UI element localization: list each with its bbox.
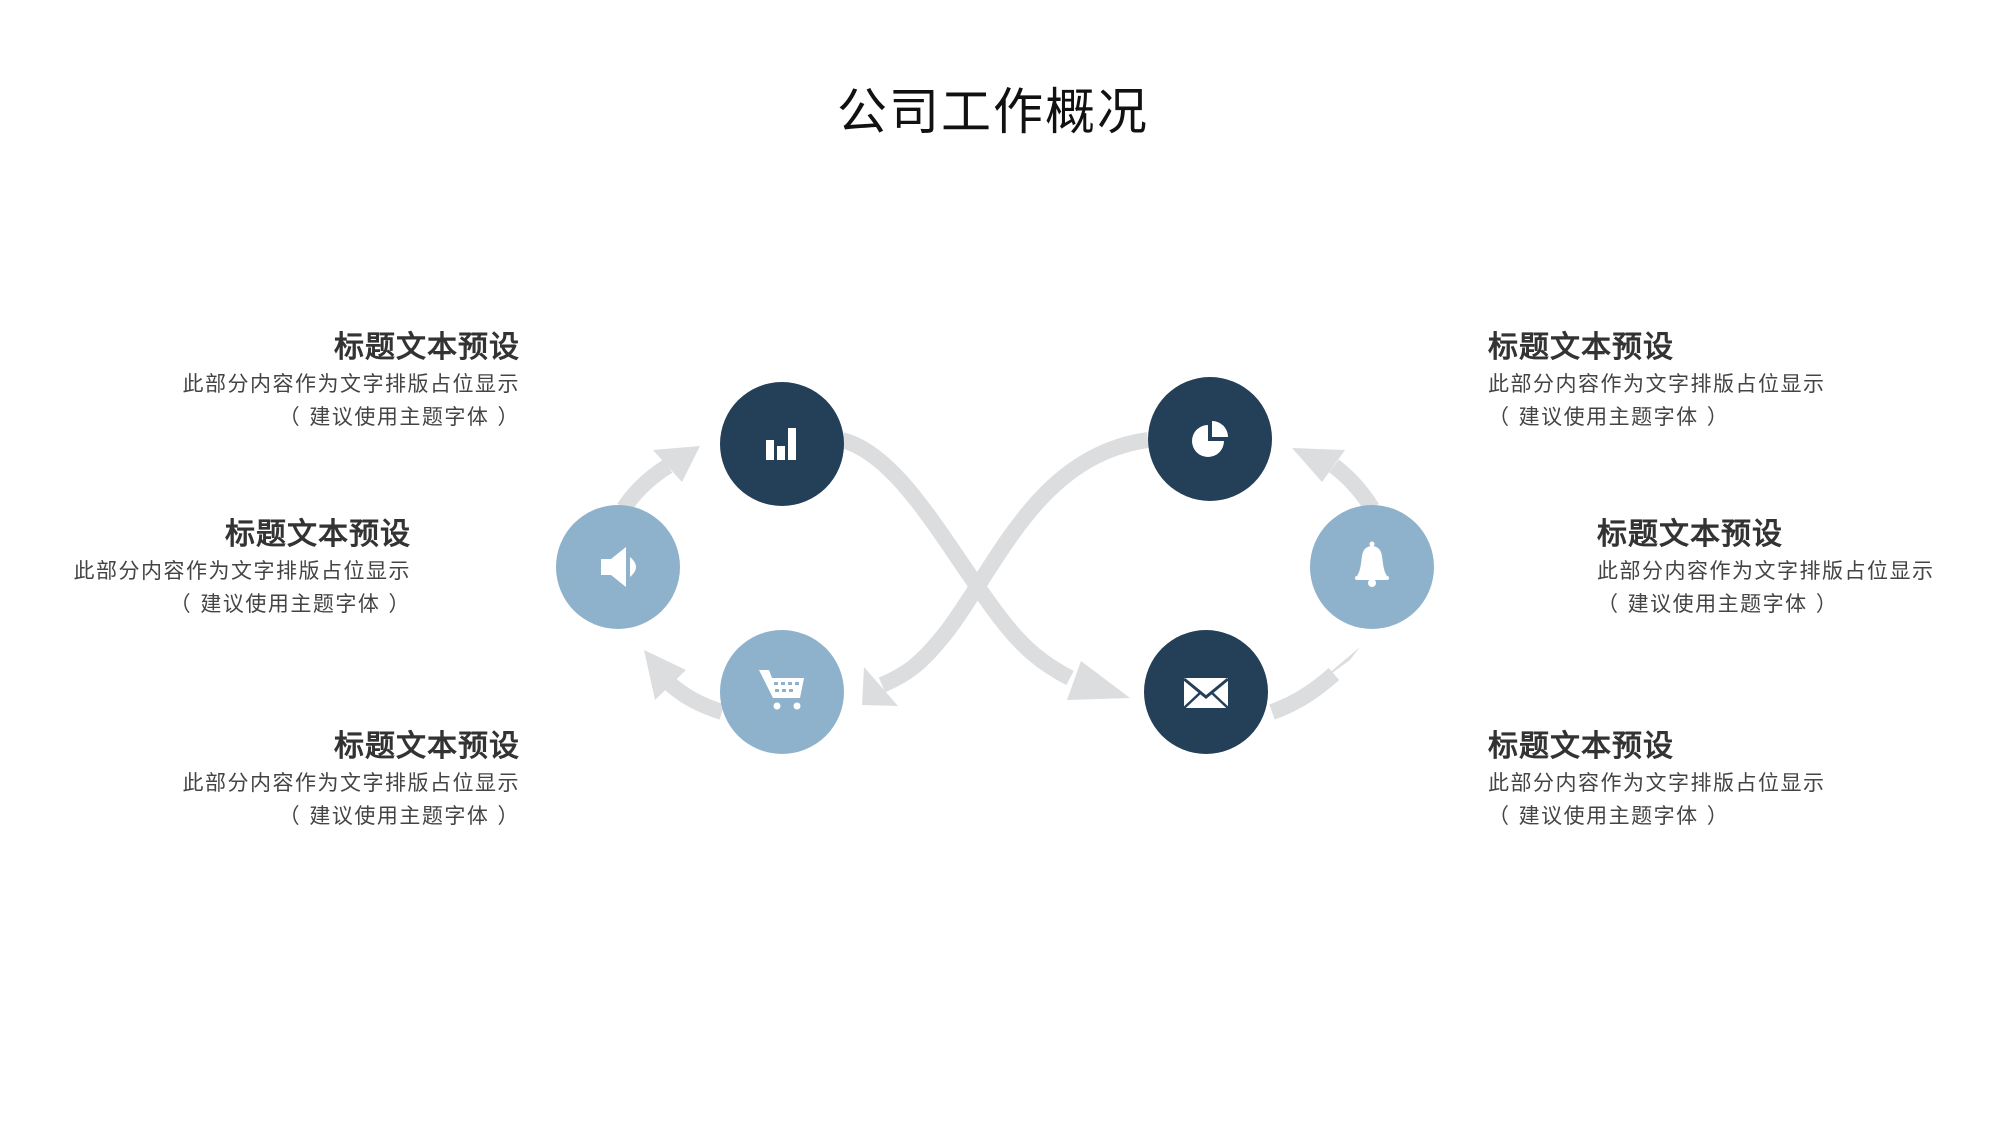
block-heading: 标题文本预设: [1488, 729, 1674, 764]
block-heading: 标题文本预设: [334, 330, 520, 365]
block-body-line: 此部分内容作为文字排版占位显示: [182, 372, 520, 396]
page-title: 公司工作概况: [837, 83, 1149, 141]
text-block-right-middle: 标题文本预设 此部分内容作为文字排版占位显示 （ 建议使用主题字体 ）: [1597, 515, 2000, 621]
arrowhead-cart: [862, 667, 898, 706]
arrowhead-chart: [653, 446, 700, 482]
block-body-line: 此部分内容作为文字排版占位显示: [182, 771, 520, 795]
block-body-line: 此部分内容作为文字排版占位显示: [73, 559, 411, 583]
bar-chart-icon: [766, 428, 796, 460]
block-body-line: （ 建议使用主题字体 ）: [1597, 592, 1839, 616]
text-block-left-top: 标题文本预设 此部分内容作为文字排版占位显示 （ 建议使用主题字体 ）: [0, 328, 520, 434]
block-body-line: （ 建议使用主题字体 ）: [1488, 804, 1730, 828]
arrowhead-mail: [1067, 661, 1130, 700]
node-mail: [1144, 630, 1268, 754]
arrow-bell-to-pie: [1329, 459, 1379, 513]
arrowhead-pie: [1292, 448, 1345, 482]
block-body-line: （ 建议使用主题字体 ）: [169, 592, 411, 616]
block-body-line: （ 建议使用主题字体 ）: [278, 804, 520, 828]
node-bell: [1310, 505, 1434, 629]
arrowhead-bell: [1314, 647, 1360, 686]
arrow-pie-to-cart: [878, 432, 1150, 693]
arrow-cart-to-speaker: [662, 676, 725, 720]
arrow-mail-to-bell: [1269, 667, 1340, 720]
text-block-left-middle: 标题文本预设 此部分内容作为文字排版占位显示 （ 建议使用主题字体 ）: [0, 515, 411, 621]
speaker-icon: [601, 547, 636, 587]
block-heading: 标题文本预设: [1597, 517, 1783, 552]
block-heading: 标题文本预设: [1488, 330, 1674, 365]
node-speaker: [556, 505, 680, 629]
text-block-left-bottom: 标题文本预设 此部分内容作为文字排版占位显示 （ 建议使用主题字体 ）: [0, 727, 520, 833]
arrow-chart-to-mail: [839, 432, 1074, 686]
node-chart: [720, 382, 844, 506]
block-heading: 标题文本预设: [334, 729, 520, 764]
block-body-line: 此部分内容作为文字排版占位显示: [1488, 372, 1826, 396]
bell-icon: [1355, 541, 1389, 587]
text-block-right-top: 标题文本预设 此部分内容作为文字排版占位显示 （ 建议使用主题字体 ）: [1488, 328, 2000, 434]
pie-chart-icon: [1192, 421, 1228, 457]
block-heading: 标题文本预设: [225, 517, 411, 552]
text-block-right-bottom: 标题文本预设 此部分内容作为文字排版占位显示 （ 建议使用主题字体 ）: [1488, 727, 2000, 833]
block-body-line: 此部分内容作为文字排版占位显示: [1488, 771, 1826, 795]
arrow-speaker-to-chart: [617, 459, 673, 513]
arrowhead-speaker: [644, 650, 686, 700]
node-cart: [720, 630, 844, 754]
node-pie: [1148, 377, 1272, 501]
block-body-line: （ 建议使用主题字体 ）: [1488, 405, 1730, 429]
envelope-icon: [1183, 677, 1229, 709]
block-body-line: 此部分内容作为文字排版占位显示: [1597, 559, 1935, 583]
block-body-line: （ 建议使用主题字体 ）: [278, 405, 520, 429]
shopping-cart-icon: [759, 670, 804, 710]
